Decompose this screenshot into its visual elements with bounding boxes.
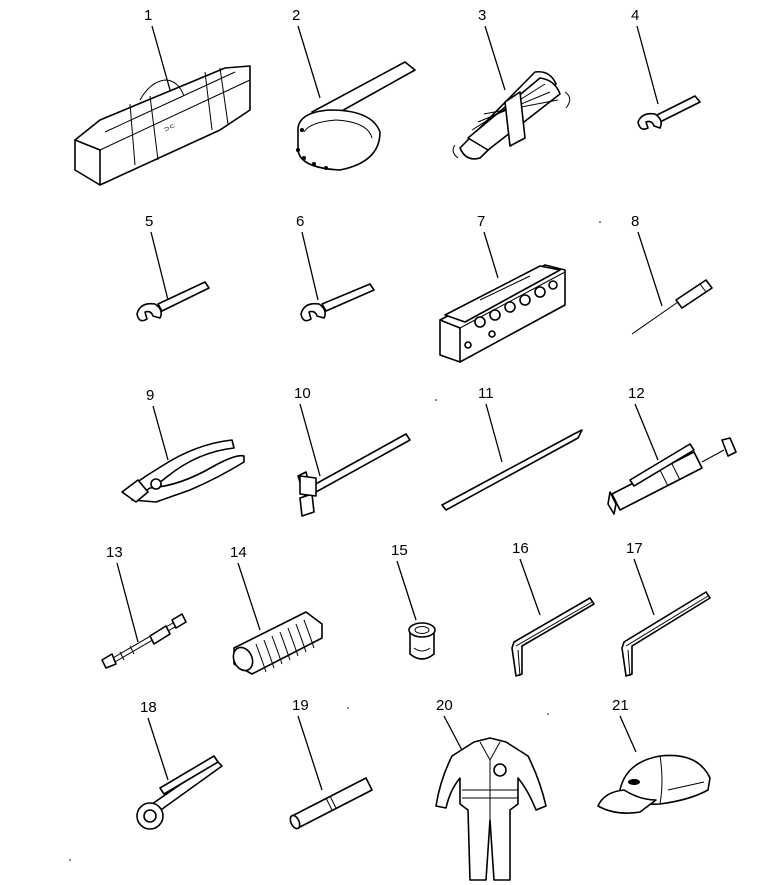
item-number: 16: [512, 540, 529, 557]
pry-bar-icon: [441, 429, 583, 511]
item-15: 15: [391, 542, 436, 660]
item-number: 15: [391, 542, 408, 559]
item-number: 18: [140, 699, 157, 716]
leader-line: [483, 231, 499, 279]
leader-line: [519, 558, 541, 616]
grease-gun-icon: [607, 437, 737, 515]
item-21: 21: [597, 697, 711, 814]
item-number: 11: [478, 385, 494, 402]
hex-key-icon: [511, 597, 595, 677]
coverall-icon: [435, 737, 547, 881]
leader-line: [147, 717, 169, 781]
leader-line: [634, 403, 659, 461]
item-number: 4: [631, 7, 639, 24]
leader-line: [633, 558, 655, 616]
item-number: 6: [296, 213, 304, 230]
pliers-icon: [121, 439, 245, 503]
item-4: 4: [631, 7, 701, 130]
item-13: 13: [101, 544, 187, 669]
open-wrench-icon: [136, 281, 210, 322]
leader-line: [485, 403, 503, 463]
scan-specks: [69, 221, 601, 861]
item-18: 18: [136, 699, 223, 830]
item-number: 12: [628, 385, 645, 402]
socket-set-case-icon: [439, 264, 566, 363]
leader-line: [484, 25, 506, 91]
leader-line: [301, 231, 319, 301]
spring-icon: [232, 611, 323, 675]
item-number: 20: [436, 697, 453, 714]
leader-line: [619, 715, 637, 753]
item-number: 21: [612, 697, 629, 714]
item-number: 2: [292, 7, 300, 24]
item-14: 14: [230, 544, 323, 675]
hammer-icon: [297, 433, 411, 517]
pipe-icon: [289, 777, 373, 830]
item-19: 19: [289, 697, 373, 830]
wrench-set-icon: [452, 70, 571, 160]
screwdriver-icon: [631, 279, 713, 335]
svg-text:⊃⊂: ⊃⊂: [163, 122, 177, 133]
item-10: 10: [294, 385, 411, 517]
item-17: 17: [621, 540, 711, 677]
item-16: 16: [511, 540, 595, 677]
leader-line: [297, 715, 323, 791]
leader-line: [150, 231, 169, 301]
item-1: 1 ⊃⊂: [74, 7, 251, 186]
open-wrench-icon: [300, 283, 375, 322]
filter-wrench-icon: [296, 61, 416, 171]
leader-line: [297, 25, 321, 99]
item-8: 8: [631, 213, 713, 335]
open-wrench-icon: [637, 95, 701, 130]
item-5: 5: [136, 213, 210, 322]
item-20: 20: [435, 697, 547, 881]
item-6: 6: [296, 213, 375, 322]
leader-line: [152, 405, 169, 461]
item-number: 9: [146, 387, 154, 404]
leader-line: [116, 562, 139, 643]
item-9: 9: [121, 387, 245, 503]
leader-line: [151, 25, 171, 91]
leader-line: [637, 231, 663, 307]
item-number: 13: [106, 544, 123, 561]
leader-line: [443, 715, 465, 755]
leader-line: [636, 25, 659, 105]
leader-line: [299, 403, 321, 477]
item-number: 3: [478, 7, 486, 24]
nozzle-hose-icon: [101, 613, 187, 669]
leader-line: [396, 560, 417, 621]
item-3: 3: [452, 7, 571, 160]
hex-key-icon: [621, 591, 711, 677]
item-number: 17: [626, 540, 643, 557]
tool-bag-icon: ⊃⊂: [74, 65, 251, 186]
item-number: 14: [230, 544, 247, 561]
item-11: 11: [441, 385, 583, 511]
cap-icon: [597, 754, 711, 814]
item-7: 7: [439, 213, 566, 363]
item-number: 7: [477, 213, 485, 230]
leader-line: [237, 562, 261, 631]
socket-icon: [408, 622, 436, 660]
item-number: 1: [144, 7, 152, 24]
item-2: 2: [292, 7, 416, 171]
item-12: 12: [607, 385, 737, 515]
ring-wrench-icon: [136, 755, 223, 830]
item-number: 5: [145, 213, 153, 230]
item-number: 19: [292, 697, 309, 714]
item-number: 10: [294, 385, 311, 402]
item-number: 8: [631, 213, 639, 230]
